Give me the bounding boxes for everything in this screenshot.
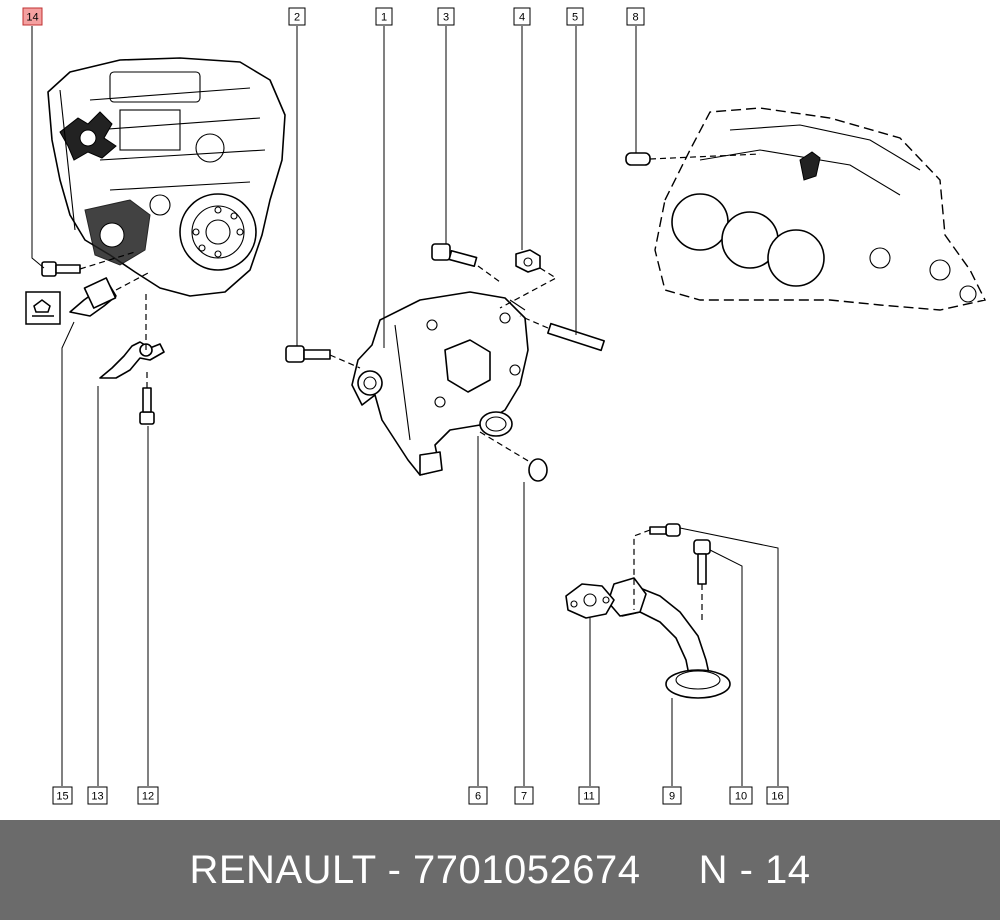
callout-label: 4 bbox=[519, 12, 525, 24]
callout-label: 1 bbox=[381, 12, 387, 24]
pump-seal bbox=[479, 411, 513, 437]
cylinder-block bbox=[654, 107, 987, 311]
callout-label: 13 bbox=[91, 791, 103, 803]
callout-label: 14 bbox=[26, 12, 38, 24]
footer-banner: RENAULT - 7701052674 N - 14 bbox=[0, 820, 1000, 920]
callout-label: 5 bbox=[572, 12, 578, 24]
callout-1: 1 bbox=[375, 7, 393, 26]
pickup-bolt-long bbox=[693, 539, 711, 620]
callout-4: 4 bbox=[513, 7, 531, 26]
callout-label: 7 bbox=[521, 791, 527, 803]
callout-6: 6 bbox=[468, 786, 488, 805]
footer-part-number: RENAULT - 7701052674 N - 14 bbox=[189, 847, 811, 892]
oil-pressure-switch bbox=[69, 271, 151, 317]
callout-2: 2 bbox=[288, 7, 306, 26]
callout-9: 9 bbox=[662, 786, 682, 805]
callout-layer: 14 2 1 3 4 5 8 15 13 12 6 7 11 9 10 16 bbox=[22, 7, 789, 805]
callout-10: 10 bbox=[729, 786, 753, 805]
pump-bolt-top bbox=[431, 243, 501, 283]
callout-7: 7 bbox=[514, 786, 534, 805]
callout-label: 11 bbox=[583, 791, 594, 803]
o-ring bbox=[479, 431, 548, 482]
callout-label: 12 bbox=[142, 791, 154, 803]
pump-bolt-left bbox=[285, 345, 361, 369]
callout-15: 15 bbox=[52, 786, 73, 805]
oil-pickup-gasket bbox=[565, 583, 615, 619]
dipstick-bolt bbox=[139, 368, 155, 425]
callout-label: 6 bbox=[475, 791, 481, 803]
oil-level-icon bbox=[25, 291, 61, 325]
dipstick-guide bbox=[99, 290, 165, 379]
callout-3: 3 bbox=[437, 7, 455, 26]
callout-label: 9 bbox=[669, 791, 675, 803]
callout-label: 3 bbox=[443, 12, 449, 24]
sensor-bolt bbox=[41, 251, 136, 277]
pump-nut bbox=[499, 249, 558, 309]
engine-assembly bbox=[47, 57, 286, 297]
leader-lines bbox=[31, 26, 779, 786]
pickup-bolt-short bbox=[633, 523, 681, 610]
dowel-pin bbox=[625, 152, 761, 166]
oil-pump-body bbox=[351, 291, 529, 476]
pump-stud bbox=[519, 315, 605, 352]
callout-5: 5 bbox=[566, 7, 584, 26]
callout-13: 13 bbox=[87, 786, 108, 805]
callout-14: 14 bbox=[22, 7, 43, 26]
callout-label: 16 bbox=[771, 791, 783, 803]
callout-label: 8 bbox=[632, 12, 638, 24]
callout-16: 16 bbox=[766, 786, 789, 805]
callout-label: 2 bbox=[294, 12, 300, 24]
exploded-parts-diagram: 14 2 1 3 4 5 8 15 13 12 6 7 11 9 10 16 bbox=[22, 7, 987, 805]
callout-label: 10 bbox=[735, 791, 747, 803]
oil-pickup-tube bbox=[607, 577, 731, 699]
callout-12: 12 bbox=[137, 786, 159, 805]
callout-label: 15 bbox=[56, 791, 68, 803]
callout-11: 11 bbox=[578, 786, 600, 805]
callout-8: 8 bbox=[626, 7, 645, 26]
